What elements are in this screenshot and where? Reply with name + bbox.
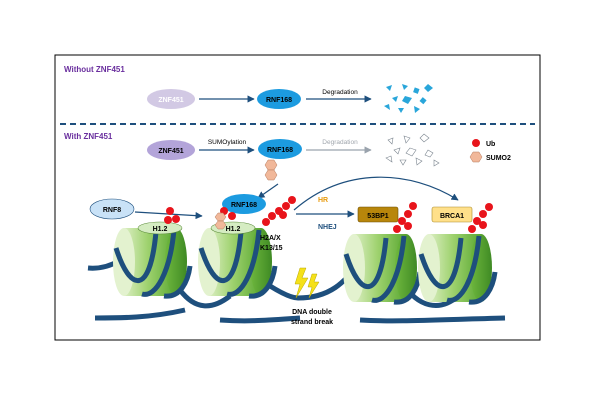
svg-text:53BP1: 53BP1 [367,213,389,220]
legend-ub-marker [472,139,480,147]
figure-frame [54,54,541,341]
ub-chain-53bp1 [393,202,417,233]
arrow-hr [293,176,459,211]
dsb-label-line2: strand break [291,319,333,326]
lightning-icon [294,267,320,299]
legend-sumo2-label: SUMO2 [486,155,511,162]
nucleosome-4 [418,234,495,302]
degradation-label-top: Degradation [322,89,358,96]
nucleosome-3 [343,234,420,302]
k13-15-label: K13/15 [260,245,283,252]
degradation-label-faded: Degradation [322,139,358,146]
degraded-fragments-top [384,84,433,113]
svg-text:RNF168: RNF168 [266,97,292,104]
legend-ub-label: Ub [486,141,495,148]
sumoylation-label: SUMOylation [208,139,247,146]
legend: Ub SUMO2 [469,139,511,163]
dsb-label-line1: DNA double [292,309,332,316]
rnf168-chromatin: RNF168 [222,194,266,214]
ub-chain-brca1 [468,203,493,233]
brca1: BRCA1 [431,206,473,223]
svg-text:H1.2: H1.2 [226,226,241,233]
sumo2-marker [264,169,278,181]
rnf168-sumoylated: RNF168 [258,139,302,181]
rnf8: RNF8 [89,198,135,220]
nucleosome-1 [113,228,190,296]
rnf168-top: RNF168 [257,89,301,109]
panel-heading-without: Without ZNF451 [64,65,125,74]
53bp1: 53BP1 [357,206,399,223]
ub-sumo-on-h1-2-right [214,207,236,230]
znf451: ZNF451 [147,140,195,160]
arrow-rnf168-to-chromatin [257,183,279,199]
dna-strand-lower [94,307,506,324]
svg-text:ZNF451: ZNF451 [158,97,183,104]
svg-text:H1.2: H1.2 [153,226,168,233]
hr-label: HR [318,197,328,204]
ub-chain-h1-2-left [164,207,180,224]
degraded-fragments-faded [385,133,440,167]
svg-text:BRCA1: BRCA1 [440,213,464,220]
svg-text:ZNF451: ZNF451 [158,148,183,155]
panel-heading-with: With ZNF451 [64,132,113,141]
znf451-faded: ZNF451 [147,89,195,109]
h2ax-label: H2A/X [260,235,281,242]
svg-text:RNF168: RNF168 [267,147,293,154]
ub-chain-h2a [262,196,296,226]
legend-sumo2-marker [469,151,483,163]
svg-text:RNF8: RNF8 [103,207,121,214]
sumo2-marker [264,159,278,171]
svg-text:RNF168: RNF168 [231,202,257,209]
h1-2-left: H1.2 [137,221,183,235]
nhej-label: NHEJ [318,224,337,231]
